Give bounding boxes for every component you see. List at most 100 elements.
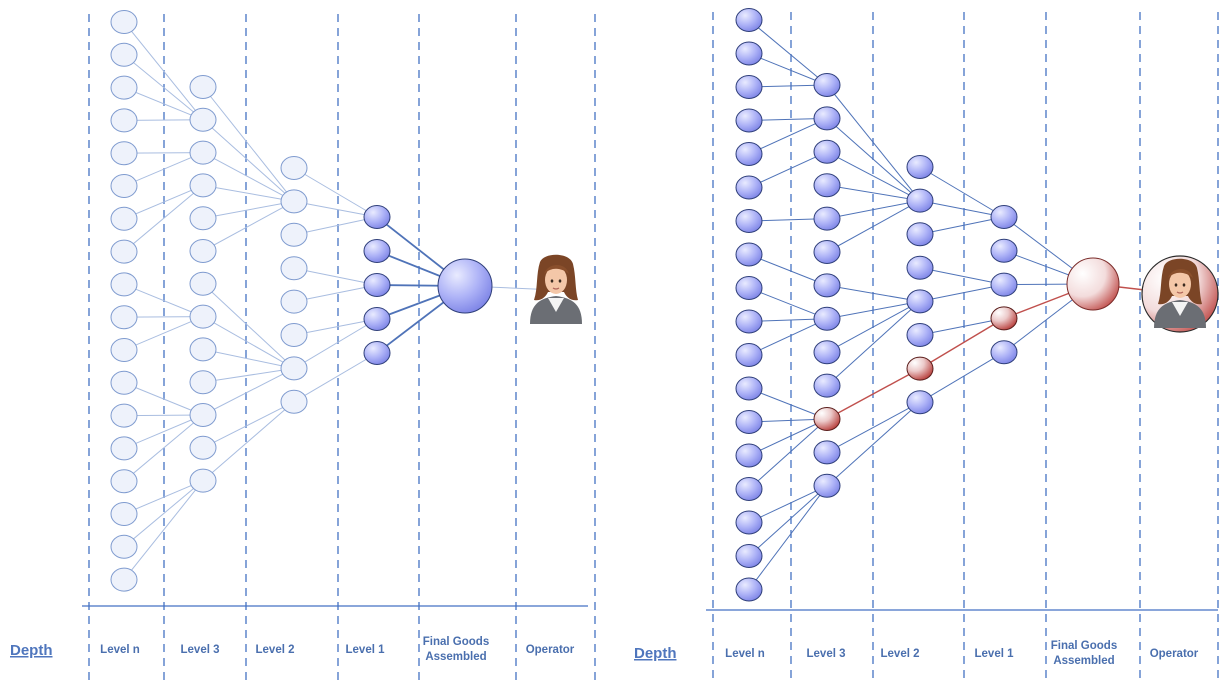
component-circle-icon: [110, 567, 138, 592]
supply-link: [748, 287, 828, 320]
supply-link: [202, 200, 295, 252]
component-circle-icon: [110, 75, 138, 100]
component-circle-icon: [990, 340, 1018, 365]
component-circle-icon: [280, 389, 308, 414]
component-circle-icon: [735, 477, 763, 501]
component-circle-icon: [189, 435, 217, 460]
component-circle-icon: [280, 222, 308, 247]
component-circle-icon: [189, 468, 217, 493]
supply-link: [293, 167, 378, 218]
column-label-operator: Operator: [1150, 648, 1199, 660]
component-circle-icon: [990, 306, 1018, 331]
supply-link: [202, 119, 295, 202]
supply-link: [826, 184, 921, 202]
supply-link: [826, 200, 921, 220]
supply-link: [748, 485, 828, 590]
component-circle-icon: [813, 273, 841, 298]
supply-link: [293, 284, 378, 303]
column-label-level-n: Level n: [100, 644, 140, 656]
component-circle-icon: [110, 502, 138, 526]
component-circle-icon: [813, 173, 841, 198]
component-circle-icon: [280, 289, 308, 314]
supply-link: [123, 87, 204, 121]
component-circle-icon: [280, 189, 308, 214]
component-circle-icon: [735, 75, 763, 99]
component-circle-icon: [735, 443, 763, 468]
supply-link: [748, 485, 828, 523]
final-goods-node: [1066, 257, 1120, 311]
standard-supply-tree-diagram: [82, 10, 596, 683]
supply-link: [123, 414, 204, 449]
supply-link: [826, 284, 921, 302]
supply-link: [919, 284, 1005, 302]
component-circle-icon: [110, 42, 138, 67]
component-circle-icon: [280, 323, 308, 347]
supply-link: [293, 318, 378, 336]
column-label-level-1: Level 1: [975, 648, 1015, 660]
supply-link: [748, 151, 828, 188]
supply-link: [202, 367, 295, 416]
component-circle-icon: [990, 272, 1018, 297]
column-label-level-1: Level 1: [346, 644, 386, 656]
component-circle-icon: [906, 289, 934, 314]
component-circle-icon: [189, 403, 217, 427]
supply-link: [748, 19, 828, 86]
column-label-level-3: Level 3: [181, 644, 220, 656]
component-circle-icon: [813, 240, 841, 264]
component-circle-icon: [363, 307, 391, 331]
component-circle-icon: [110, 370, 138, 395]
supply-link: [826, 118, 921, 201]
supply-link: [748, 485, 828, 557]
supply-link: [202, 200, 295, 219]
component-circle-icon: [813, 206, 841, 231]
component-circle-icon: [735, 41, 763, 66]
component-circle-icon: [813, 407, 841, 431]
component-circle-icon: [110, 305, 138, 330]
supply-link: [748, 388, 828, 420]
component-circle-icon: [735, 242, 763, 267]
component-circle-icon: [813, 373, 841, 398]
supply-link: [826, 300, 921, 320]
column-label-level-3: Level 3: [807, 648, 846, 660]
supply-link: [826, 84, 921, 201]
component-circle-icon: [735, 276, 763, 300]
supply-link: [123, 152, 204, 187]
column-labels-left: Level n Level 3 Level 2 Level 1 Final Go…: [100, 636, 575, 663]
operator-person-icon: [529, 254, 583, 324]
supply-link: [123, 283, 204, 318]
component-circle-icon: [990, 238, 1018, 263]
supply-link: [919, 317, 1005, 336]
supply-link: [202, 348, 295, 369]
component-circle-icon: [906, 323, 934, 347]
component-circle-icon: [110, 338, 138, 362]
component-circle-icon: [363, 273, 391, 297]
column-labels-right: Level n Level 3 Level 2 Level 1 Final Go…: [725, 640, 1199, 667]
supply-link: [293, 318, 378, 369]
supply-link: [123, 21, 204, 121]
component-circle-icon: [735, 175, 763, 200]
component-circle-icon: [906, 356, 934, 381]
column-label-level-n: Level n: [725, 648, 765, 660]
supply-link: [748, 254, 828, 286]
highlighted-link: [826, 367, 921, 420]
component-circle-icon: [110, 206, 138, 231]
supply-link: [826, 401, 921, 453]
supply-link: [826, 401, 921, 487]
component-circle-icon: [735, 142, 763, 166]
depth-label: Depth: [10, 642, 53, 659]
supply-link: [748, 53, 828, 86]
supply-link: [293, 267, 378, 286]
component-circle-icon: [813, 106, 841, 131]
component-circle-icon: [735, 343, 763, 367]
component-circle-icon: [189, 337, 217, 362]
component-circle-icon: [189, 107, 217, 132]
supply-link: [202, 184, 295, 202]
component-circle-icon: [189, 140, 217, 165]
supply-link: [826, 200, 921, 253]
supply-link: [748, 418, 828, 456]
supply-link: [123, 185, 204, 252]
component-circle-icon: [990, 205, 1018, 229]
column-label-level-2: Level 2: [881, 648, 920, 660]
supply-link: [202, 367, 295, 383]
